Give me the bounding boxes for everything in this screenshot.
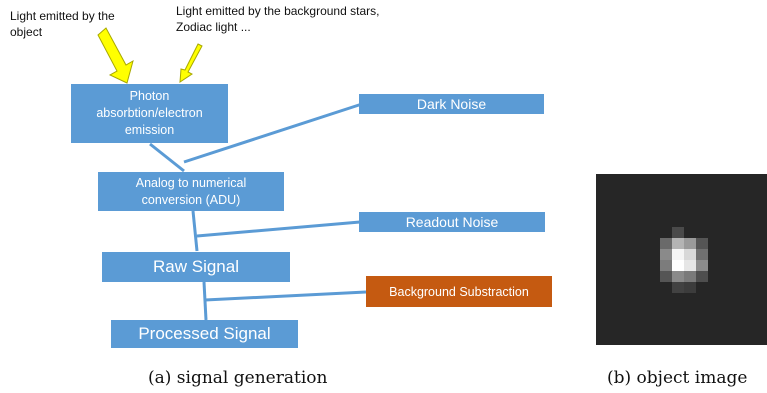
connector-dark-noise — [183, 102, 363, 164]
caption-signal-generation: (a) signal generation — [148, 368, 328, 388]
object-pixel — [696, 238, 708, 249]
object-pixel — [684, 271, 696, 282]
background-light-label: Light emitted by the background stars, Z… — [176, 4, 380, 34]
adc-conversion-box: Analog to numerical conversion (ADU) — [98, 172, 284, 211]
object-pixel — [660, 249, 672, 260]
processed-signal-box: Processed Signal — [111, 320, 298, 348]
object-pixel — [672, 238, 684, 249]
photon-absorption-label: Photon absorbtion/electron emission — [96, 89, 203, 137]
connector-adc-raw — [191, 210, 199, 252]
object-pixel — [684, 282, 696, 293]
dark-noise-box: Dark Noise — [359, 94, 544, 114]
background-subtraction-label: Background Substraction — [389, 284, 529, 299]
object-pixel — [672, 260, 684, 271]
background-subtraction-box: Background Substraction — [366, 276, 552, 307]
object-pixel — [684, 260, 696, 271]
object-pixel — [660, 260, 672, 271]
adc-conversion-label: Analog to numerical conversion (ADU) — [135, 175, 247, 207]
caption-object-image: (b) object image — [607, 368, 748, 388]
dark-noise-label: Dark Noise — [416, 96, 487, 112]
object-light-arrow — [97, 27, 134, 84]
photon-absorption-box: Photon absorbtion/electron emission — [71, 84, 228, 143]
object-pixel — [672, 282, 684, 293]
object-pixel — [696, 260, 708, 271]
object-pixel — [672, 227, 684, 238]
object-pixel — [660, 271, 672, 282]
object-pixel — [672, 249, 684, 260]
object-pixel — [696, 271, 708, 282]
processed-signal-label: Processed Signal — [138, 324, 271, 343]
readout-noise-label: Readout Noise — [405, 214, 499, 230]
object-image — [596, 174, 767, 345]
raw-signal-box: Raw Signal — [102, 252, 290, 282]
connector-background-sub — [204, 290, 367, 302]
raw-signal-label: Raw Signal — [153, 257, 239, 276]
connector-readout-noise — [196, 220, 361, 238]
object-pixel — [696, 249, 708, 260]
background-light-arrow — [179, 43, 203, 83]
object-pixel — [672, 271, 684, 282]
object-pixel — [684, 249, 696, 260]
readout-noise-box: Readout Noise — [359, 212, 545, 232]
object-pixel — [660, 238, 672, 249]
object-light-label: Light emitted by the object — [10, 9, 115, 39]
connector-photon-adc — [149, 142, 185, 173]
object-pixel — [684, 238, 696, 249]
connector-raw-processed — [202, 281, 208, 321]
